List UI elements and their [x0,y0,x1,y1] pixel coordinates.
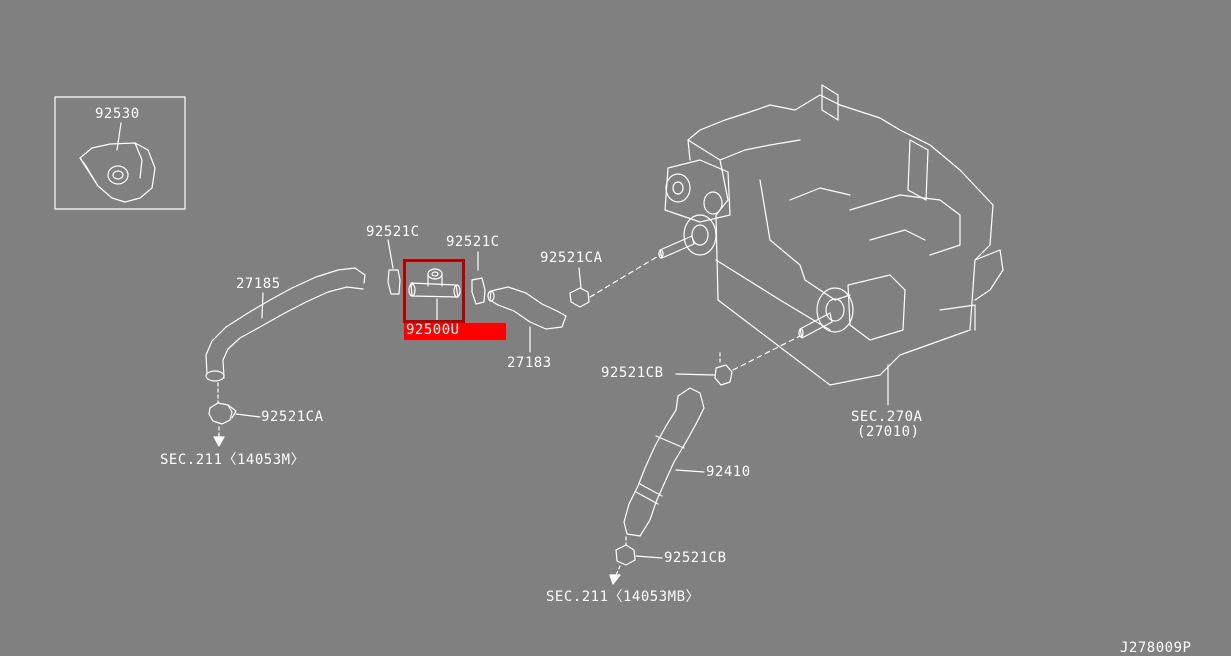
label-92521cb-low[interactable]: 92521CB [664,550,727,566]
clamp-92521ca-left [208,382,261,447]
hose-92410 [623,387,705,537]
label-92530[interactable]: 92530 [95,106,140,122]
label-92410[interactable]: 92410 [706,464,751,480]
drawing-code: J278009P [1120,640,1192,656]
label-92521ca-left[interactable]: 92521CA [261,409,324,425]
clamp-92521cb-low [609,536,663,585]
label-sec270a-number[interactable]: (27010) [857,424,920,440]
hose-27183 [487,286,567,353]
label-92521c-right[interactable]: 92521C [446,234,500,250]
label-92521c-left[interactable]: 92521C [366,224,420,240]
label-sec211-left[interactable]: SEC.211〈14053M〉 [160,452,306,468]
clamps-92521c [387,239,486,305]
label-sec270a[interactable]: SEC.270A [851,409,923,425]
label-27185[interactable]: 27185 [236,276,281,292]
label-92500u[interactable]: 92500U [406,322,460,338]
inset-box [54,96,186,210]
selection-box-92500u[interactable] [403,259,465,323]
clamp-92521cb-mid [675,335,801,386]
label-sec211-right[interactable]: SEC.211〈14053MB〉 [546,589,701,605]
heater-unit-sec270a [658,84,1004,406]
label-92500u-highlight[interactable]: 92500U [404,322,506,340]
valve-92500u [408,268,461,323]
clamp-92521ca-top [569,254,661,308]
label-27183[interactable]: 27183 [507,355,552,371]
label-92521cb-mid[interactable]: 92521CB [601,365,664,381]
label-92521ca-top[interactable]: 92521CA [540,250,603,266]
hose-27185 [205,267,366,382]
